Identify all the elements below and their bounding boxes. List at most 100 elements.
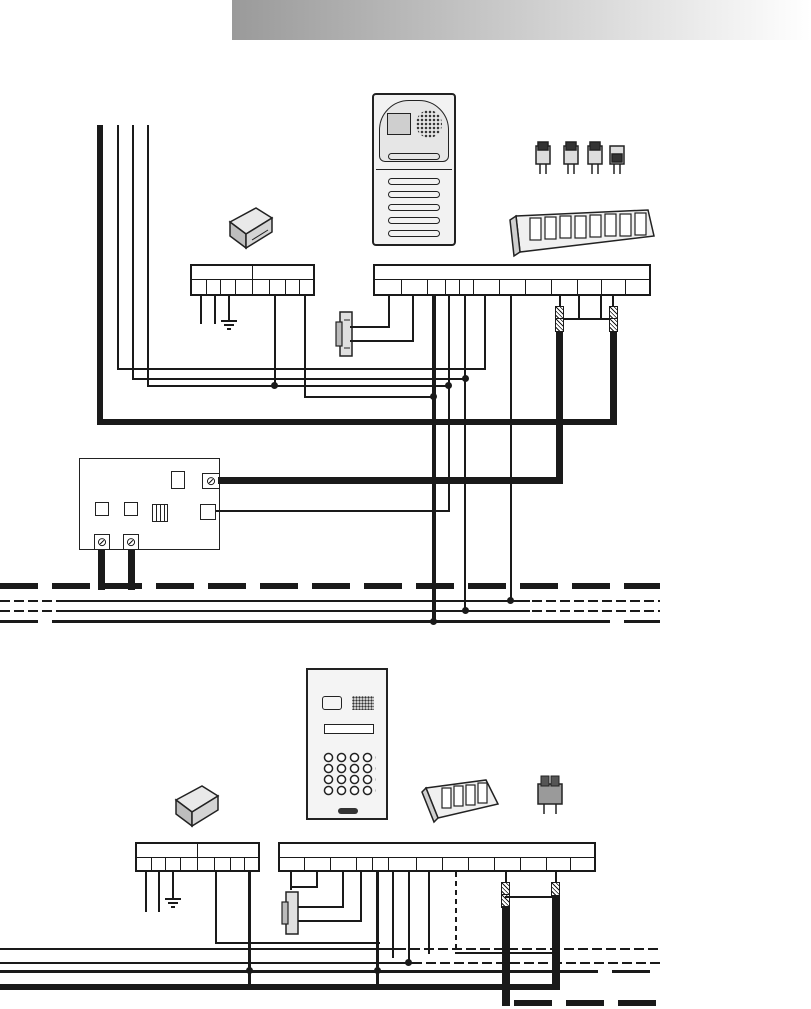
tb-cell	[235, 280, 236, 294]
tb-cell	[570, 858, 571, 872]
screw-terminal: ⊘	[123, 534, 139, 550]
coax-link	[578, 296, 580, 318]
camera-lens	[322, 696, 342, 710]
riser-thin-2	[132, 125, 134, 380]
supply-link	[304, 296, 306, 398]
riser-thin-3	[147, 125, 149, 387]
bus-wire	[428, 872, 430, 954]
coax-drop	[552, 896, 560, 988]
outdoor-panel	[372, 93, 456, 246]
main-loop	[0, 984, 560, 990]
bus-solid-thin	[60, 600, 530, 602]
tb-cell	[206, 280, 207, 294]
coax-drop	[502, 906, 510, 1006]
bus-solid	[0, 962, 412, 964]
tb-cell	[468, 858, 469, 872]
coax-drop	[556, 330, 563, 480]
tb-cell	[180, 858, 181, 872]
tb-cell	[499, 280, 500, 294]
dip-switch-module	[508, 206, 658, 258]
earth-symbol	[221, 320, 237, 322]
coax-connector	[555, 318, 564, 332]
bus-wire	[510, 296, 512, 601]
bus-wire-dashed	[455, 872, 457, 954]
panel-button	[388, 217, 440, 224]
panel-divider	[376, 169, 452, 170]
mains-wire	[200, 296, 202, 324]
keypad	[322, 752, 376, 796]
tb-cell	[356, 858, 357, 872]
panel-button	[388, 230, 440, 237]
tb-cell	[197, 858, 198, 872]
tb-cell	[299, 280, 300, 294]
junction-dot	[430, 618, 437, 625]
riser-link	[117, 368, 486, 370]
tb-cell	[214, 858, 215, 872]
tb-cell	[442, 858, 443, 872]
panel-button	[388, 191, 440, 198]
tb-cell	[427, 280, 428, 294]
bus-solid-thin	[60, 610, 530, 612]
tb-cell	[520, 858, 521, 872]
interface-feed	[218, 477, 563, 484]
display-screen	[324, 724, 374, 734]
door-lock	[280, 890, 302, 938]
tb-cell	[494, 858, 495, 872]
bus-wire	[392, 872, 394, 958]
display-screen	[387, 113, 411, 135]
coax-link	[505, 872, 507, 882]
tb-cell	[459, 280, 460, 294]
junction-dot	[246, 967, 253, 974]
tb-cell	[151, 858, 152, 872]
output-terminal	[124, 502, 138, 516]
tb-cell	[577, 280, 578, 294]
earth-symbol	[227, 328, 231, 330]
earth-symbol	[171, 906, 175, 908]
earth-symbol	[224, 324, 234, 326]
terminal-block-supply	[190, 264, 315, 296]
earth-wire	[172, 872, 174, 898]
tb-cell	[401, 280, 402, 294]
tb-divider	[375, 279, 649, 280]
tb-cell	[165, 858, 166, 872]
coax-link	[505, 896, 559, 898]
junction-dot	[462, 375, 469, 382]
speaker-grille	[352, 696, 374, 710]
input-terminal	[200, 504, 216, 520]
jumper-pack	[534, 772, 566, 818]
mains-wire	[158, 872, 160, 912]
speaker-grille	[416, 110, 442, 138]
junction-dot	[462, 607, 469, 614]
lock-wire	[350, 326, 390, 328]
brand-logo	[338, 808, 358, 814]
door-lock	[334, 310, 356, 360]
bus-dashed-thin	[412, 962, 660, 964]
earth-wire	[228, 296, 230, 320]
tb-cell	[445, 280, 446, 294]
coax-link	[560, 318, 614, 320]
interface-feed	[216, 510, 450, 512]
tb-cell	[252, 280, 253, 294]
panel-button	[388, 153, 440, 160]
junction-dot	[374, 967, 381, 974]
bus-wire	[464, 296, 466, 612]
riser-link	[132, 378, 466, 380]
power-supply	[226, 204, 276, 252]
junction-dot	[405, 959, 412, 966]
tb-cell	[601, 280, 602, 294]
bus-dashed-mid	[560, 970, 660, 973]
lock-wire	[412, 296, 414, 342]
jumpers-illustration	[530, 138, 634, 186]
lock-wire	[350, 340, 414, 342]
junction-dot	[430, 393, 437, 400]
mains-wire	[145, 872, 147, 912]
power-supply	[172, 782, 222, 830]
tb-cell	[244, 858, 245, 872]
coax-drop	[610, 330, 617, 425]
riser-thin-1	[117, 125, 119, 370]
junction-dot	[271, 382, 278, 389]
earth-symbol	[165, 898, 181, 900]
panel-button	[388, 178, 440, 185]
lock-wire	[298, 920, 362, 922]
bus-solid	[0, 948, 396, 950]
